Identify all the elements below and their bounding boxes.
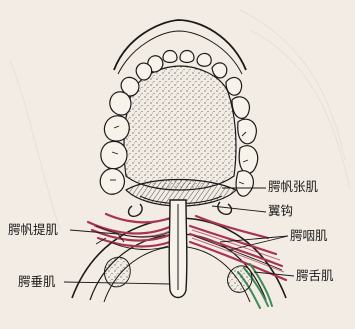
hamulus-shape [129,204,143,216]
label-levator-veli-palatini: 腭帆提肌 [8,224,58,237]
hard-palate [124,66,236,190]
label-uvulae: 腭垂肌 [18,276,56,289]
label-hamulus: 翼钩 [268,205,293,218]
upper-lip-outline [114,20,246,70]
tonsil-right [228,266,253,293]
label-palatopharyngeus: 腭咽肌 [290,230,328,243]
label-tensor-veli-palatini: 腭帆张肌 [268,181,318,194]
label-palatoglossus: 腭舌肌 [296,270,334,283]
